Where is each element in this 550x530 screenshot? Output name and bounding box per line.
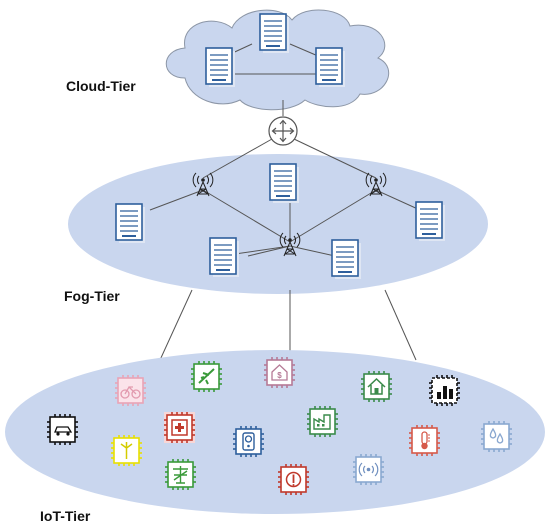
- iot-tier: $: [5, 350, 545, 524]
- car-chip-icon: [46, 413, 79, 446]
- trafficlight-chip-icon: [232, 425, 265, 458]
- server-icon: [259, 13, 290, 54]
- solar-chip-icon: [164, 458, 197, 491]
- server-icon: [209, 237, 240, 278]
- fog-tier-label: Fog-Tier: [64, 288, 120, 304]
- server-icon: [205, 47, 236, 88]
- server-icon: [331, 239, 362, 280]
- fog-tier: Fog-Tier: [64, 138, 488, 304]
- cloud-link: [289, 43, 319, 57]
- bicycle-chip-icon: [114, 374, 147, 407]
- fog-iot-link: [384, 289, 417, 361]
- server-icon: [315, 47, 346, 88]
- chart-chip-icon: [428, 374, 461, 407]
- server-icon: [415, 201, 446, 242]
- svg-text:$: $: [277, 371, 282, 380]
- home-chip-icon: [360, 370, 393, 403]
- router-icon: [268, 116, 298, 146]
- medical-chip-icon: [163, 411, 196, 444]
- fog-ellipse: [68, 154, 488, 294]
- airplane-chip-icon: [190, 360, 223, 393]
- power-chip-icon: [277, 463, 310, 496]
- thermometer-chip-icon: [408, 424, 441, 457]
- server-icon: [115, 203, 146, 244]
- smart-home-chip-icon: $: [263, 356, 296, 389]
- windturbine-chip-icon: [110, 434, 143, 467]
- water-chip-icon: [480, 420, 513, 453]
- cloud-tier-label: Cloud-Tier: [66, 78, 136, 94]
- cloud-tier: Cloud-Tier: [66, 9, 390, 111]
- factory-chip-icon: [306, 405, 339, 438]
- server-icon: [269, 163, 300, 204]
- broadcast-chip-icon: [352, 453, 385, 486]
- iot-tier-label: IoT-Tier: [40, 508, 91, 524]
- fog-iot-link: [159, 289, 193, 361]
